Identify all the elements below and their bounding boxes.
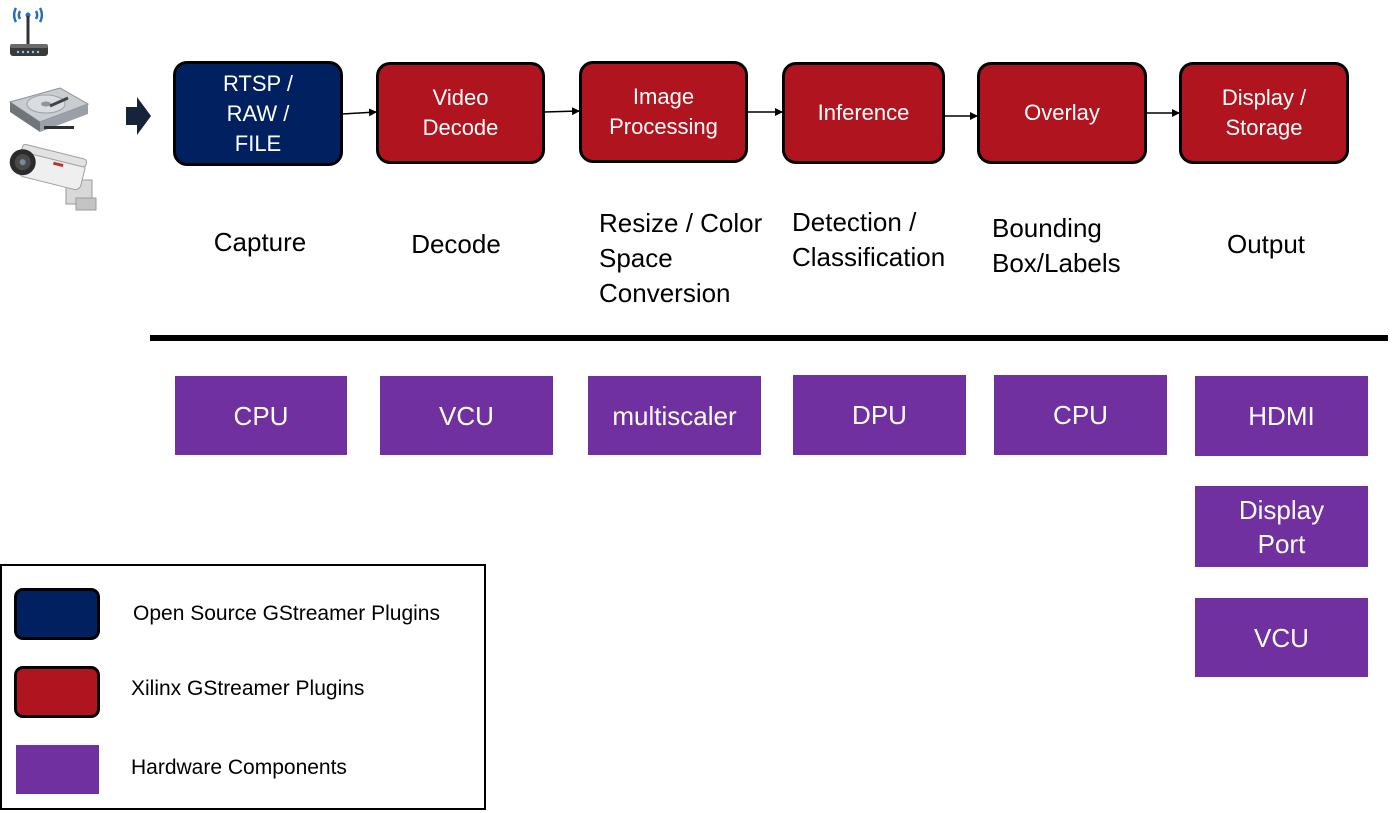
flow-arrow-decode-processing — [543, 107, 580, 116]
legend-label-hardware: Hardware Components — [131, 756, 347, 779]
stage-desc-capture: Capture — [213, 227, 307, 257]
legend-label-open-source: Open Source GStreamer Plugins — [133, 602, 440, 625]
legend-swatch-hardware — [16, 745, 99, 794]
legend-swatch-open-source — [14, 588, 100, 640]
legend-swatch-xilinx — [14, 666, 100, 718]
router-icon — [6, 6, 52, 62]
stage-desc-detection: Detection / Classification — [792, 207, 946, 272]
hw-resize-multiscaler: multiscaler — [588, 376, 761, 455]
hw-overlay-cpu: CPU — [994, 375, 1167, 455]
stage-desc-resize: Resize / Color Space Conversion — [599, 208, 763, 308]
hw-output-vcu: VCU — [1195, 598, 1368, 677]
stage-video-decode-box: Video Decode — [376, 62, 545, 164]
security-camera-icon — [6, 140, 104, 212]
stage-capture-box: RTSP / RAW / FILE — [173, 61, 343, 166]
hw-output-hdmi: HDMI — [1195, 376, 1368, 456]
legend-label-xilinx: Xilinx GStreamer Plugins — [131, 677, 365, 700]
stage-inference-box: Inference — [782, 62, 945, 164]
legend: Open Source GStreamer Plugins Xilinx GSt… — [0, 564, 486, 810]
input-arrow — [124, 96, 152, 136]
hard-drive-icon — [6, 82, 90, 138]
hw-capture-cpu: CPU — [175, 376, 347, 455]
hw-output-displayport: Display Port — [1195, 486, 1368, 567]
stage-display-storage-box: Display / Storage — [1179, 62, 1349, 164]
stage-desc-bounding-box: Bounding Box/Labels — [992, 213, 1121, 278]
hw-decode-vcu: VCU — [380, 376, 553, 455]
flow-arrow-capture-decode — [341, 108, 377, 117]
hw-inference-dpu: DPU — [793, 375, 966, 455]
section-divider — [150, 335, 1388, 341]
stage-desc-output: Output — [1226, 229, 1306, 259]
stage-desc-decode: Decode — [411, 229, 501, 259]
stage-overlay-box: Overlay — [977, 62, 1147, 164]
stage-image-processing-box: Image Processing — [579, 61, 748, 163]
